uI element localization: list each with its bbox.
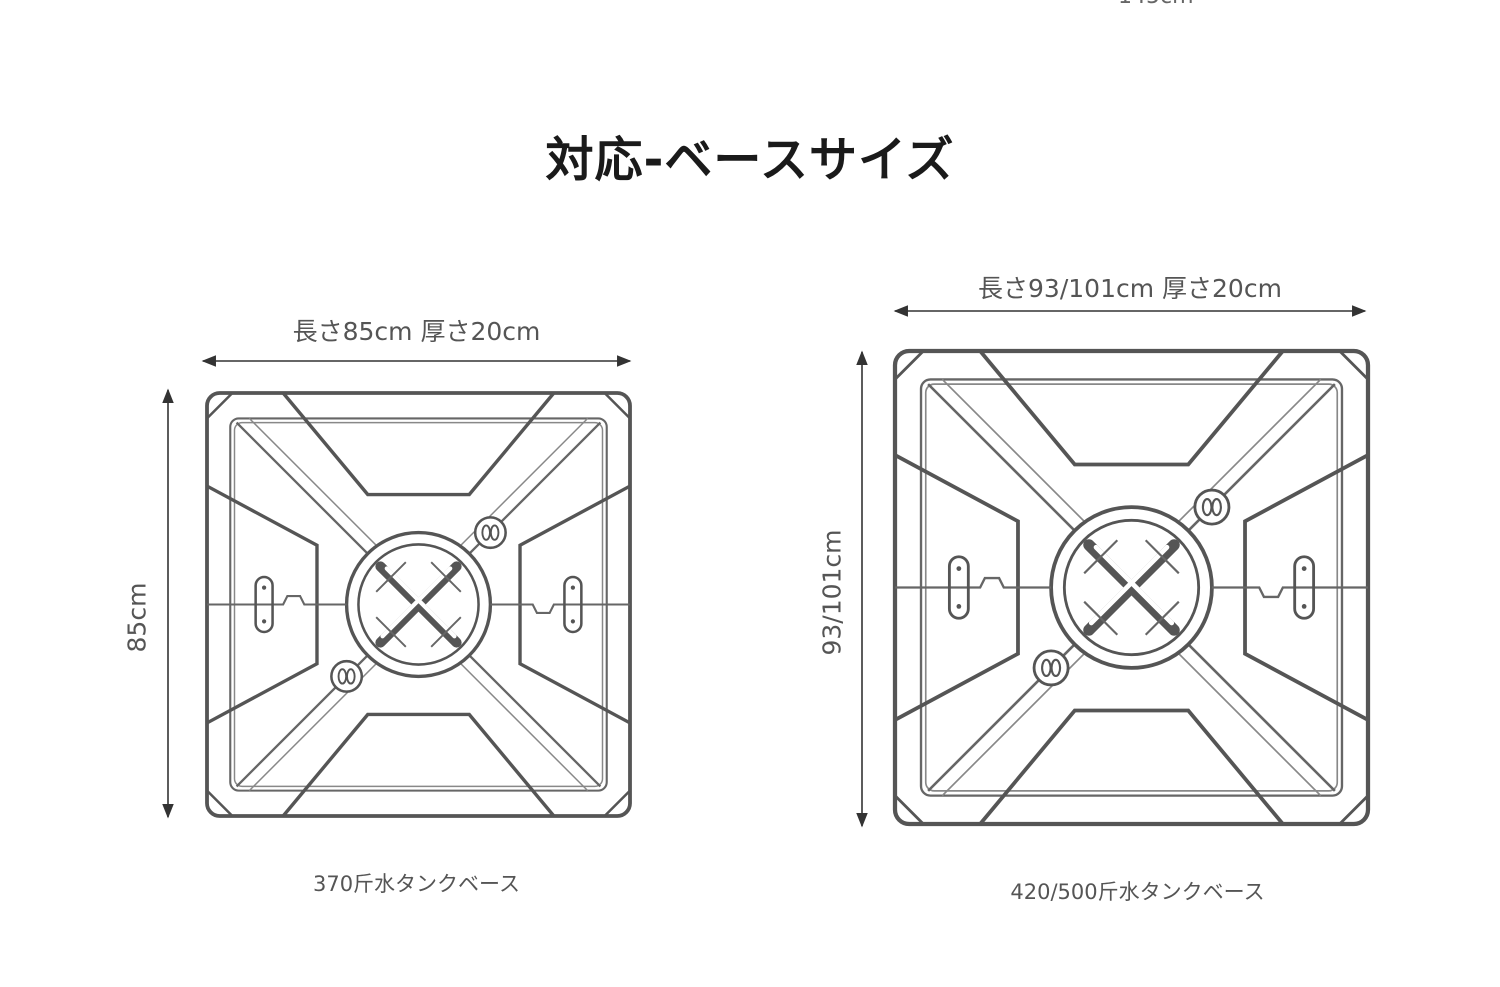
right-base-length-label: 長さ93/101cm 厚さ20cm (978, 274, 1282, 303)
right-base-outline (895, 351, 1368, 824)
left-base-length-label: 長さ85cm 厚さ20cm (292, 317, 541, 346)
top-cropped-label: 145cm (1118, 0, 1194, 9)
page-title: 対応-ベースサイズ (545, 132, 955, 188)
left-base-outline (207, 393, 630, 816)
right-base-caption: 420/500斤水タンクベース (1010, 880, 1265, 904)
left-base-caption: 370斤水タンクベース (312, 872, 521, 896)
